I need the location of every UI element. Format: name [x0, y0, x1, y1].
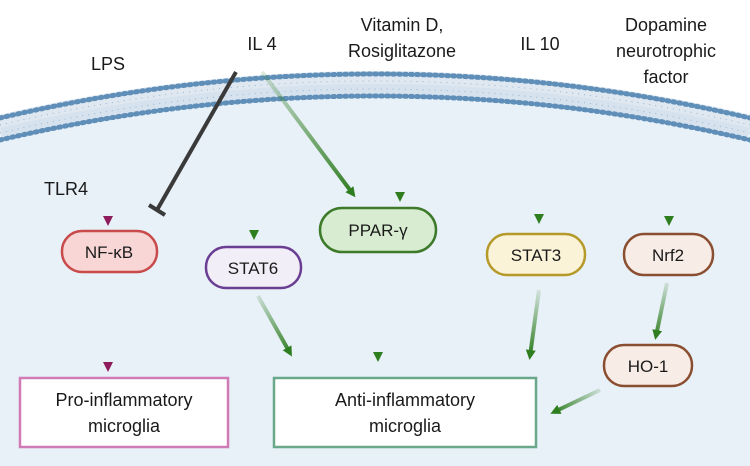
arrow-stat6-anti: [256, 295, 292, 357]
node-ho1-label: HO-1: [628, 357, 669, 376]
output-anti-line2: microglia: [369, 416, 442, 436]
signal-il10: IL 10: [520, 34, 559, 54]
arrow-ho1-anti: [550, 388, 601, 414]
cytoplasm: [0, 84, 750, 466]
signal-rosiglitazone: Rosiglitazone: [348, 41, 456, 61]
node-stat3: STAT3: [485, 232, 587, 277]
output-pro-line2: microglia: [88, 416, 161, 436]
node-nrf2: Nrf2: [622, 232, 715, 277]
output-anti-inflammatory: Anti-inflammatory microglia: [272, 376, 538, 449]
node-ho1: HO-1: [602, 343, 694, 388]
node-pparg: PPAR-γ: [318, 206, 438, 254]
signal-dnf-line1: Dopamine: [625, 15, 707, 35]
arrow-nrf2-ho1: [652, 282, 669, 340]
node-stat6-label: STAT6: [228, 259, 278, 278]
node-stat6: STAT6: [204, 245, 303, 290]
signal-dnf-line2: neurotrophic: [616, 41, 716, 61]
output-pro-line1: Pro-inflammatory: [55, 390, 192, 410]
output-pro-inflammatory: Pro-inflammatory microglia: [18, 376, 230, 449]
signal-dnf-line3: factor: [643, 67, 688, 87]
receptor-tlr4: TLR4: [44, 179, 88, 199]
inhibit-bar: [147, 203, 167, 217]
output-anti-line1: Anti-inflammatory: [335, 390, 475, 410]
node-nfkb-label: NF-κB: [85, 243, 133, 262]
node-pparg-label: PPAR-γ: [348, 221, 408, 240]
node-nrf2-label: Nrf2: [652, 246, 684, 265]
signal-il4: IL 4: [247, 34, 276, 54]
arrow-il4-pparg: [260, 70, 356, 198]
signal-vitamin-d: Vitamin D,: [361, 15, 444, 35]
node-nfkb: NF-κB: [60, 229, 159, 274]
node-stat3-label: STAT3: [511, 246, 561, 265]
inhibit-il4-nfkb: [155, 71, 238, 211]
arrow-stat3-anti: [525, 289, 541, 360]
signal-lps: LPS: [91, 54, 125, 74]
